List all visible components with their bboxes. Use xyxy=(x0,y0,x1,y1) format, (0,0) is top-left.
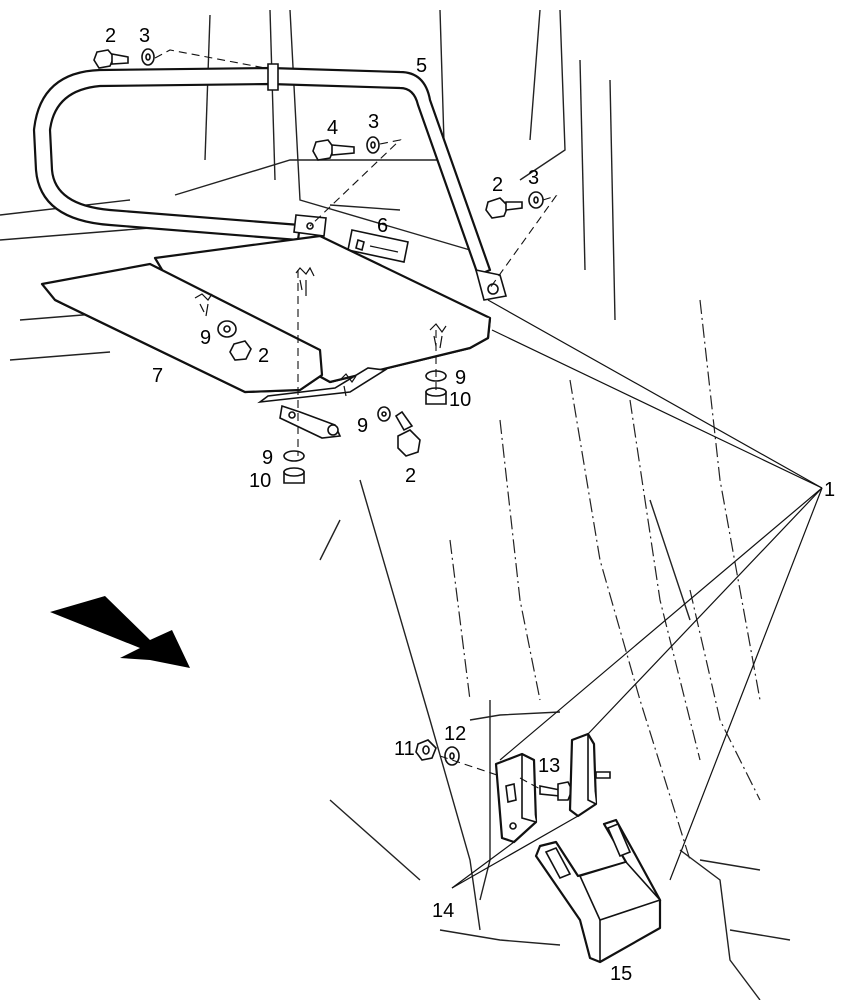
callout-4: 4 xyxy=(327,117,338,139)
bolt-4 xyxy=(312,139,355,161)
step-15 xyxy=(534,818,662,964)
callout-3-middle: 3 xyxy=(368,111,379,133)
callout-5: 5 xyxy=(416,55,427,77)
view-direction-arrow-icon xyxy=(50,596,190,668)
callout-9-bottom: 9 xyxy=(262,447,273,469)
washer-3-top-left xyxy=(141,48,155,66)
callout-10-right: 10 xyxy=(449,389,471,411)
callout-9-hinge: 9 xyxy=(357,415,368,437)
callout-12: 12 xyxy=(444,723,466,745)
callout-15: 15 xyxy=(610,963,632,985)
callout-14: 14 xyxy=(432,900,454,922)
folding-seat xyxy=(40,234,492,439)
callout-11: 11 xyxy=(394,738,415,760)
washer-9-nut-2-left xyxy=(217,320,252,361)
cab-background-structure xyxy=(0,9,791,1000)
bolt-2-right xyxy=(485,197,523,219)
bolt-2-top-left xyxy=(93,49,129,69)
washer-9-nut-10-bottom xyxy=(283,450,305,484)
callout-7: 7 xyxy=(152,365,163,387)
callout-2-left: 2 xyxy=(258,345,269,367)
callout-labels: 2 3 5 4 3 2 3 6 9 2 7 9 10 9 9 10 2 1 11… xyxy=(105,25,835,985)
bracket-14-left xyxy=(494,752,538,844)
nut-11 xyxy=(415,739,437,761)
decal-plate xyxy=(347,229,409,263)
grab-handle xyxy=(32,63,508,301)
callout-3-top-left: 3 xyxy=(139,25,150,47)
assembly-dashed-lines xyxy=(154,49,558,791)
callout-1: 1 xyxy=(824,479,835,501)
callout-2-top-left: 2 xyxy=(105,25,116,47)
callout-9-left: 9 xyxy=(200,327,211,349)
washer-3-right xyxy=(528,191,544,209)
callout-13: 13 xyxy=(538,755,560,777)
washer-3-middle xyxy=(366,136,380,154)
washer-9-bolt-2-hinge xyxy=(377,406,421,457)
callout-10-bottom: 10 xyxy=(249,470,271,492)
fastener-spot-markings xyxy=(194,266,447,397)
washer-12 xyxy=(444,746,460,766)
callout-2-bottom: 2 xyxy=(405,465,416,487)
bracket-14-right xyxy=(568,732,611,818)
callout-leaders xyxy=(451,299,823,889)
callout-2-right: 2 xyxy=(492,174,503,196)
callout-3-right: 3 xyxy=(528,167,539,189)
bolt-13 xyxy=(539,781,573,801)
callout-6: 6 xyxy=(377,215,388,237)
callout-9-right: 9 xyxy=(455,367,466,389)
